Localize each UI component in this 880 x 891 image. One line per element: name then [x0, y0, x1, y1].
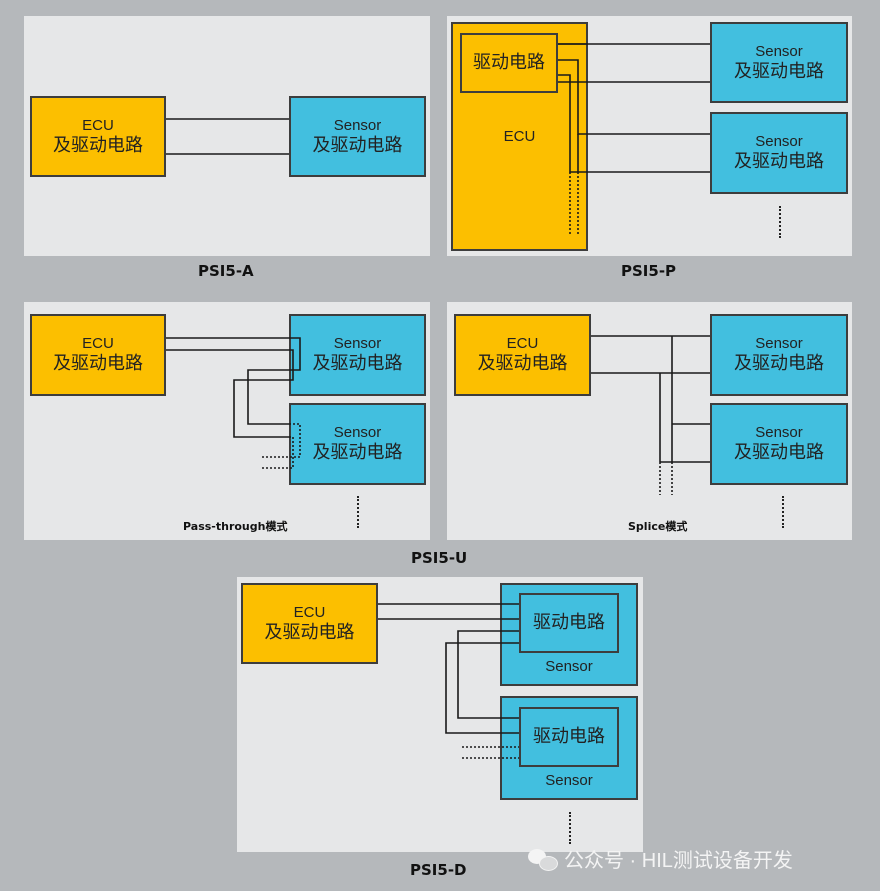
ecu-driver-label: 及驱动电路	[477, 353, 568, 374]
title-psi5-p: PSI5-P	[621, 262, 677, 280]
driver-circuit-label: 驱动电路	[473, 52, 545, 73]
ecu-label: ECU	[506, 335, 539, 353]
ecu-label: ECU	[82, 116, 114, 134]
sensor-box-u1b: Sensor 及驱动电路	[289, 403, 426, 485]
watermark: 公众号 · HIL测试设备开发	[528, 844, 793, 873]
continuation-dots-d	[569, 812, 571, 844]
sensor-box-u2a: Sensor 及驱动电路	[710, 314, 848, 396]
sensor-box-p1: Sensor 及驱动电路	[710, 22, 848, 103]
ecu-driver-label: 及驱动电路	[53, 353, 143, 374]
title-psi5-a: PSI5-A	[198, 262, 254, 280]
driver-box-d1: 驱动电路	[519, 593, 619, 653]
continuation-dots-u1	[357, 496, 359, 528]
ecu-label: ECU	[503, 128, 536, 145]
sensor-driver-label: 及驱动电路	[312, 353, 403, 374]
ecu-box-u1: ECU 及驱动电路	[30, 314, 166, 396]
driver-circuit-label: 驱动电路	[533, 612, 605, 633]
watermark-text: 公众号 · HIL测试设备开发	[564, 850, 793, 872]
sensor-box-u1a: Sensor 及驱动电路	[289, 314, 426, 396]
mode-label-pass-through: Pass-through模式	[183, 520, 288, 533]
ecu-box-u2: ECU 及驱动电路	[454, 314, 591, 396]
ecu-box-d: ECU 及驱动电路	[241, 583, 378, 664]
sensor-driver-label: 及驱动电路	[312, 442, 403, 463]
sensor-label: Sensor	[545, 658, 593, 675]
ecu-label: ECU	[293, 603, 326, 621]
sensor-label: Sensor	[545, 772, 593, 789]
continuation-dots-p	[779, 206, 781, 238]
ecu-driver-label: 及驱动电路	[264, 621, 355, 642]
sensor-box-u2b: Sensor 及驱动电路	[710, 403, 848, 485]
sensor-driver-label: 及驱动电路	[734, 442, 824, 463]
sensor-box-p2: Sensor 及驱动电路	[710, 112, 848, 194]
sensor-label: Sensor	[755, 133, 803, 151]
driver-box-p: 驱动电路	[460, 33, 558, 93]
sensor-driver-label: 及驱动电路	[734, 60, 824, 81]
ecu-box-a: ECU 及驱动电路	[30, 96, 166, 177]
sensor-box-a: Sensor 及驱动电路	[289, 96, 426, 177]
sensor-driver-label: 及驱动电路	[312, 134, 403, 155]
sensor-label: Sensor	[755, 42, 803, 60]
title-psi5-d: PSI5-D	[410, 861, 467, 879]
title-psi5-u: PSI5-U	[411, 549, 468, 567]
wechat-icon	[528, 847, 558, 871]
driver-box-d2: 驱动电路	[519, 707, 619, 767]
sensor-label: Sensor	[333, 424, 382, 442]
sensor-label: Sensor	[333, 116, 382, 134]
driver-circuit-label: 驱动电路	[533, 726, 605, 747]
sensor-label: Sensor	[755, 335, 803, 353]
sensor-label: Sensor	[755, 424, 803, 442]
ecu-label: ECU	[82, 335, 114, 353]
continuation-dots-u2	[782, 496, 784, 528]
ecu-driver-label: 及驱动电路	[53, 134, 143, 155]
sensor-label: Sensor	[333, 335, 382, 353]
sensor-driver-label: 及驱动电路	[734, 353, 824, 374]
mode-label-splice: Splice模式	[628, 520, 688, 533]
sensor-driver-label: 及驱动电路	[734, 151, 824, 172]
